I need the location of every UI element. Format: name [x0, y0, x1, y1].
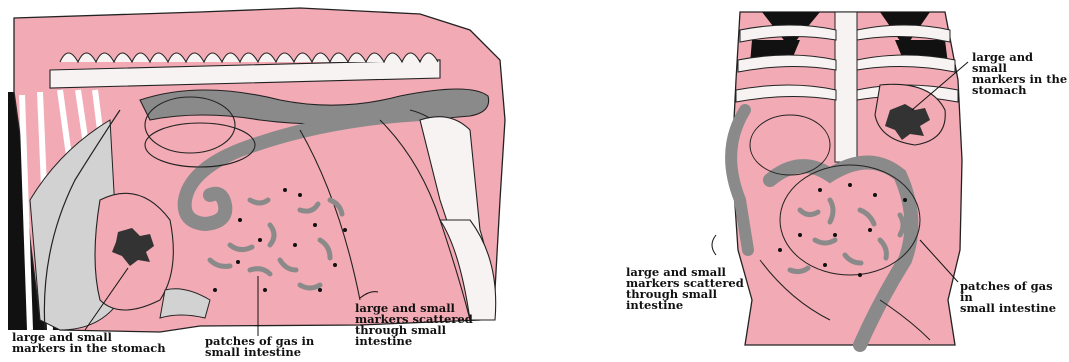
label-lateral-scattered-markers: large and small markers scattered throug…: [355, 303, 473, 347]
label-frontal-gas-patches: patches of gas in small intestine: [960, 281, 1069, 314]
frontal-view-illustration: [712, 12, 968, 345]
label-lateral-stomach-markers: large and small markers in the stomach: [12, 332, 166, 354]
label-frontal-scattered-markers: large and small markers scattered throug…: [626, 267, 744, 311]
label-lateral-gas-patches: patches of gas in small intestine: [205, 336, 314, 358]
lateral-view-illustration: [8, 8, 505, 336]
label-frontal-stomach-markers: large and small markers in the stomach: [972, 52, 1069, 96]
